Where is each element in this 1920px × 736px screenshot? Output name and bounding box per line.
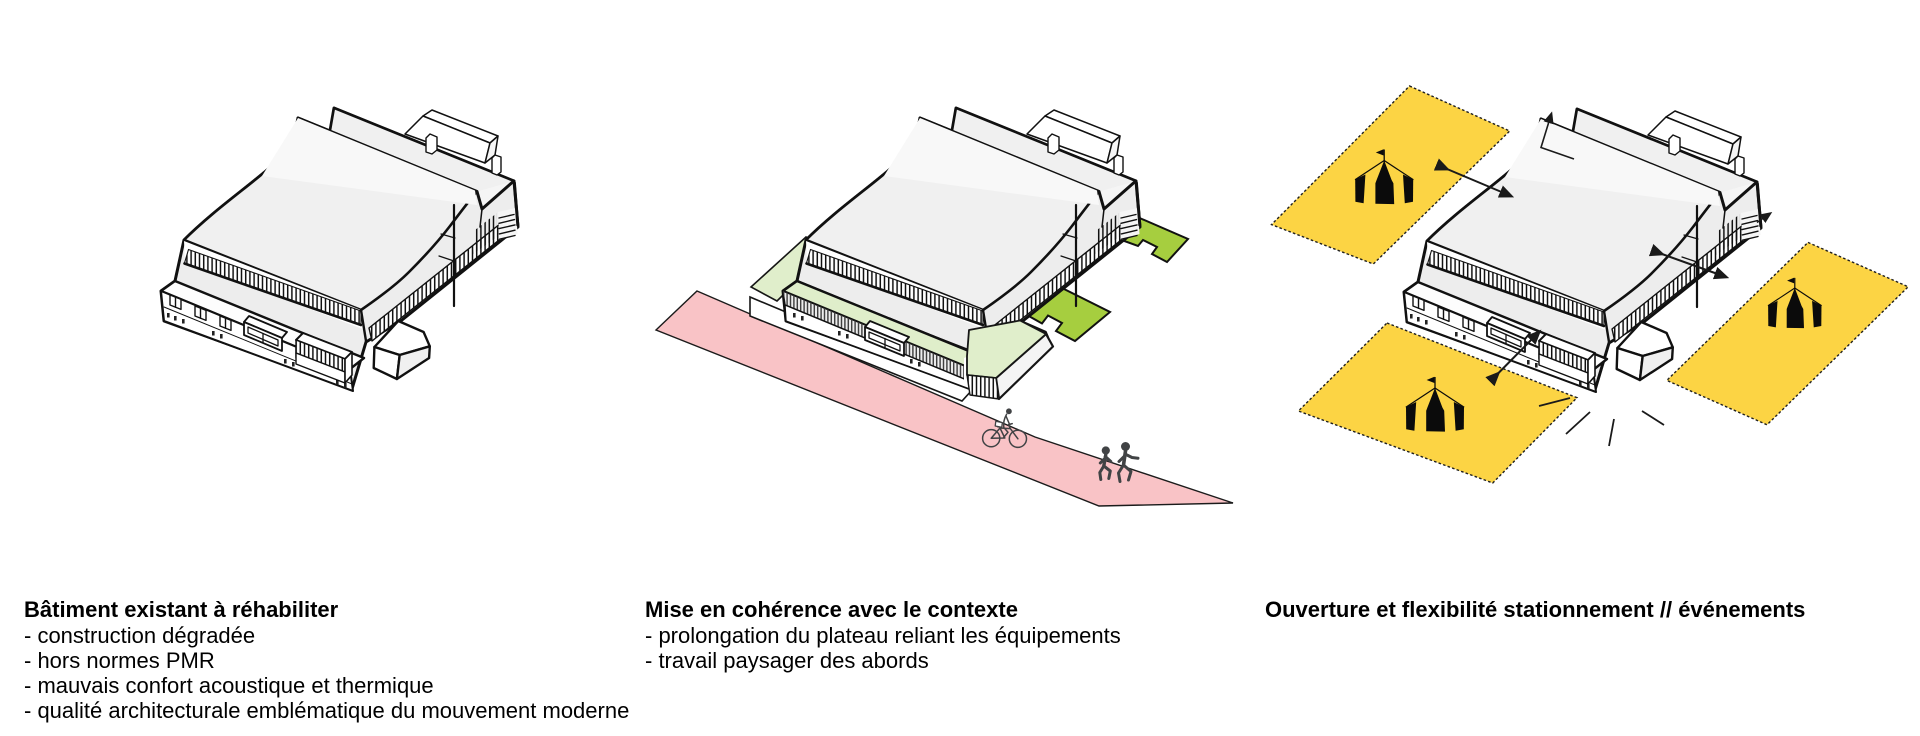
svg-text:- mauvais confort acoustique e: - mauvais confort acoustique et thermiqu… [24, 673, 434, 698]
svg-text:- hors normes PMR: - hors normes PMR [24, 648, 215, 673]
svg-text:- travail paysager des abords: - travail paysager des abords [645, 648, 929, 673]
svg-text:Ouverture et flexibilité stati: Ouverture et flexibilité stationnement /… [1265, 597, 1805, 622]
svg-text:Mise en cohérence avec le cont: Mise en cohérence avec le contexte [645, 597, 1018, 622]
svg-text:Bâtiment existant à réhabilite: Bâtiment existant à réhabiliter [24, 597, 339, 622]
svg-text:- construction dégradée: - construction dégradée [24, 623, 255, 648]
svg-text:- prolongation du plateau reli: - prolongation du plateau reliant les éq… [645, 623, 1121, 648]
svg-text:- qualité architecturale emblé: - qualité architecturale emblématique du… [24, 698, 629, 723]
